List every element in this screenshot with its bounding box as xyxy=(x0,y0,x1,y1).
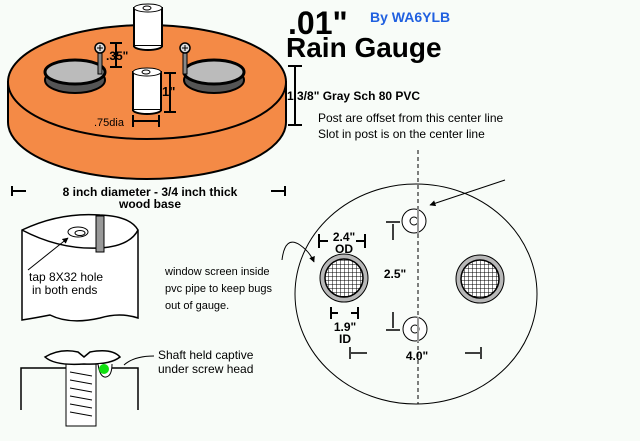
top-pipe-left xyxy=(319,253,369,303)
shaft-note-1: Shaft held captive xyxy=(158,348,254,362)
id-value: 1.9" xyxy=(334,320,356,334)
screw-height-dimension: .35" xyxy=(106,42,128,68)
id-label: ID xyxy=(339,332,351,346)
screen-note-3: out of gauge. xyxy=(165,300,229,312)
offset-note-1: Post are offset from this center line xyxy=(318,111,504,125)
post-diameter-dimension: .75dia xyxy=(94,115,160,129)
screw-height-label: .35" xyxy=(106,49,128,63)
pipe-label: 1 3/8" Gray Sch 80 PVC xyxy=(287,89,420,103)
title-line2: Rain Gauge xyxy=(286,32,442,63)
front-post xyxy=(132,67,162,115)
post-spacing-label: 2.5" xyxy=(384,267,406,281)
post-height-dimension: 1" xyxy=(162,72,176,113)
od-label: OD xyxy=(335,242,353,256)
top-pipe-right xyxy=(455,254,505,304)
tap-note-2: in both ends xyxy=(32,283,97,297)
base-diameter-dimension: 8 inch diameter - 3/4 inch thick wood ba… xyxy=(11,185,286,211)
top-post-upper xyxy=(401,208,427,234)
shaft-note-2: under screw head xyxy=(158,362,253,376)
post-height-label: 1" xyxy=(162,84,175,99)
post-diameter-label: .75dia xyxy=(94,117,125,129)
title-line1: .01" xyxy=(288,5,348,41)
left-pipe xyxy=(43,58,107,94)
back-post xyxy=(133,3,163,51)
base-label-1: 8 inch diameter - 3/4 inch thick xyxy=(63,185,238,199)
top-post-lower xyxy=(402,316,428,342)
screw-head-detail: Shaft held captive under screw head xyxy=(20,348,254,427)
pipe-spacing-label: 4.0" xyxy=(406,349,428,363)
tap-note-1: tap 8X32 hole xyxy=(29,270,103,284)
offset-note-2: Slot in post is on the center line xyxy=(318,127,485,141)
screw-right xyxy=(179,42,191,75)
author-label: By WA6YLB xyxy=(370,9,450,25)
pipe-height-dimension: 1 3/8" Gray Sch 80 PVC xyxy=(287,65,420,126)
right-pipe xyxy=(182,58,246,94)
screw-left xyxy=(94,42,106,75)
top-view: 2.4" OD 1.9" ID 2.5" 4.0" xyxy=(281,150,538,405)
od-value: 2.4" xyxy=(333,230,355,244)
base-label-2: wood base xyxy=(118,197,181,211)
tapped-post-detail: tap 8X32 hole in both ends xyxy=(21,213,139,322)
screen-note-1: window screen inside xyxy=(164,266,270,278)
screen-note-2: pvc pipe to keep bugs xyxy=(165,283,273,295)
